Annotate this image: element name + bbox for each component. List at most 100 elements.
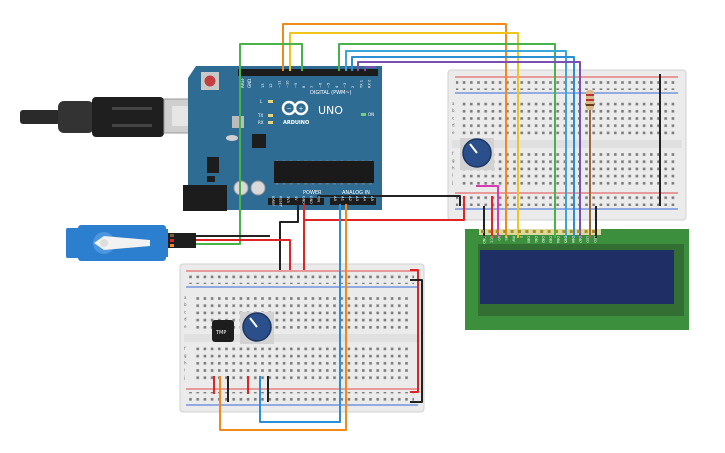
wire-magenta-pot (476, 185, 499, 238)
svg-text:−: − (287, 106, 292, 113)
uno-model-label: UNO (318, 104, 343, 117)
lcd-pin-label: V0 (497, 236, 501, 240)
digital-pin-label: ~6 (318, 82, 322, 88)
wire-yellow-top (289, 32, 519, 238)
bb-top-row-label: g (452, 158, 455, 163)
analog-pin-label: A0 (333, 196, 338, 202)
svg-text:+: + (299, 106, 304, 113)
lcd-pin (562, 230, 566, 233)
wire-black-rail-bottom (410, 279, 423, 403)
lcd-pin (555, 230, 558, 233)
lcd-pin (510, 230, 514, 233)
digital-pin-label: 8 (302, 85, 306, 88)
wire-black-gnd-top (317, 195, 461, 206)
arduino-uno-board: AREF GND DIGITAL (PWM~) − + ARDUINO UNO … (183, 66, 382, 211)
lcd-screen (480, 250, 674, 304)
power-pin-label: 5V (294, 196, 298, 201)
bb-bottom-row-label: b (184, 302, 187, 307)
bb-top-row-label: i (452, 173, 453, 178)
digital-pin-label: TX 1 (359, 80, 363, 89)
lcd-pin-label: VCC (489, 236, 493, 244)
lcd-pin (547, 230, 551, 233)
power-header (268, 198, 324, 205)
lcd-pin (540, 230, 544, 233)
bb-bottom-row-label: a (184, 295, 187, 300)
usb-cable (20, 97, 213, 137)
bb-top-row-label: d (452, 123, 455, 128)
power-pin-label: IOREF (271, 196, 275, 206)
digital-pin-label: RX 0 (368, 79, 372, 88)
bb-bottom-row-label: e (184, 324, 187, 329)
lcd-pin-label: DB4 (556, 236, 560, 243)
bb-top-row-label: h (452, 165, 455, 170)
lcd-pin-label: RW (512, 236, 516, 242)
lcd-pin (577, 230, 581, 233)
digital-pin-label: ~11 (277, 80, 281, 88)
lcd-pin (592, 230, 595, 233)
led-on-label: ON (368, 112, 374, 117)
analog-pin-label: A1 (340, 196, 345, 202)
power-pin-label: 3V3 (286, 196, 290, 203)
digital-pin-label: 4 (335, 85, 339, 88)
led-l-label: L (260, 99, 263, 104)
analog-header (330, 198, 376, 205)
potentiometer-top (460, 138, 494, 170)
wire-blue-a0 (259, 204, 341, 423)
lcd-pin (525, 230, 529, 233)
analog-pin-label: A5 (370, 196, 375, 202)
digital-pin-label: ~10 (286, 80, 290, 88)
bb-top-row-label: j (451, 180, 453, 185)
servo-motor (66, 225, 196, 261)
tmp-label: TMP (215, 330, 226, 336)
lcd-pin (584, 230, 588, 233)
analog-pin-label: A3 (355, 196, 360, 202)
wire-green-servo (195, 43, 303, 245)
resistor (586, 90, 594, 110)
lcd-pin (481, 230, 484, 233)
digital-pin-label: 13 (261, 83, 265, 88)
reset-button[interactable] (201, 72, 219, 90)
wire-cyan-lcd (345, 50, 567, 238)
bb-bottom-row-label: g (184, 353, 187, 358)
bb-bottom-row-label: d (184, 317, 187, 322)
lcd-pin (518, 230, 521, 233)
wire-orange-a1 (219, 204, 347, 431)
bb-top-row-label: e (452, 130, 455, 135)
bb-top-row-label: f (452, 151, 454, 156)
analog-pin-label: A2 (348, 196, 353, 202)
digital-pin-label: 2 (351, 86, 355, 88)
analog-in-label: ANALOG IN (342, 190, 370, 196)
bb-top-row-label: a (452, 101, 455, 106)
lcd-pin-label: E (519, 236, 523, 238)
bb-top-row-label: b (452, 108, 455, 113)
lcd-pin-label: DB0 (526, 236, 530, 243)
lcd-16x2 (465, 229, 689, 330)
lcd-pin (495, 230, 499, 233)
aref-label: AREF (240, 77, 245, 88)
lcd-pin-label: DB1 (534, 236, 538, 243)
dc-barrel-jack (183, 185, 227, 211)
bb-bottom-row-label: f (184, 346, 186, 351)
led-rx-label: RX (258, 120, 264, 125)
wire-blue-lcd (351, 56, 575, 238)
lcd-pin (488, 230, 492, 233)
digital-pin-label: ~9 (294, 82, 298, 88)
lcd-pin-label: RS (504, 236, 508, 241)
power-label: POWER (303, 190, 322, 196)
power-pin-label: VIN (317, 196, 321, 202)
lcd-pin-label: GND (482, 236, 486, 244)
led-tx-label: TX (257, 113, 263, 118)
temperature-sensor: TMP (212, 320, 234, 342)
lcd-pin-label: DB2 (541, 236, 545, 243)
arduino-logo: − + (281, 100, 309, 116)
power-pin-label: GND (309, 196, 313, 204)
wire-black-gnd-bottom (279, 204, 299, 270)
lcd-pin-label: DB6 (571, 236, 575, 243)
wires (195, 23, 661, 431)
arduino-wordmark: ARDUINO (283, 120, 309, 126)
digital-pwm-label: DIGITAL (PWM~) (310, 90, 352, 96)
lcd-pin (532, 230, 536, 233)
bb-bottom-row-label: h (184, 360, 187, 365)
bb-bottom-row-label: c (184, 309, 186, 314)
